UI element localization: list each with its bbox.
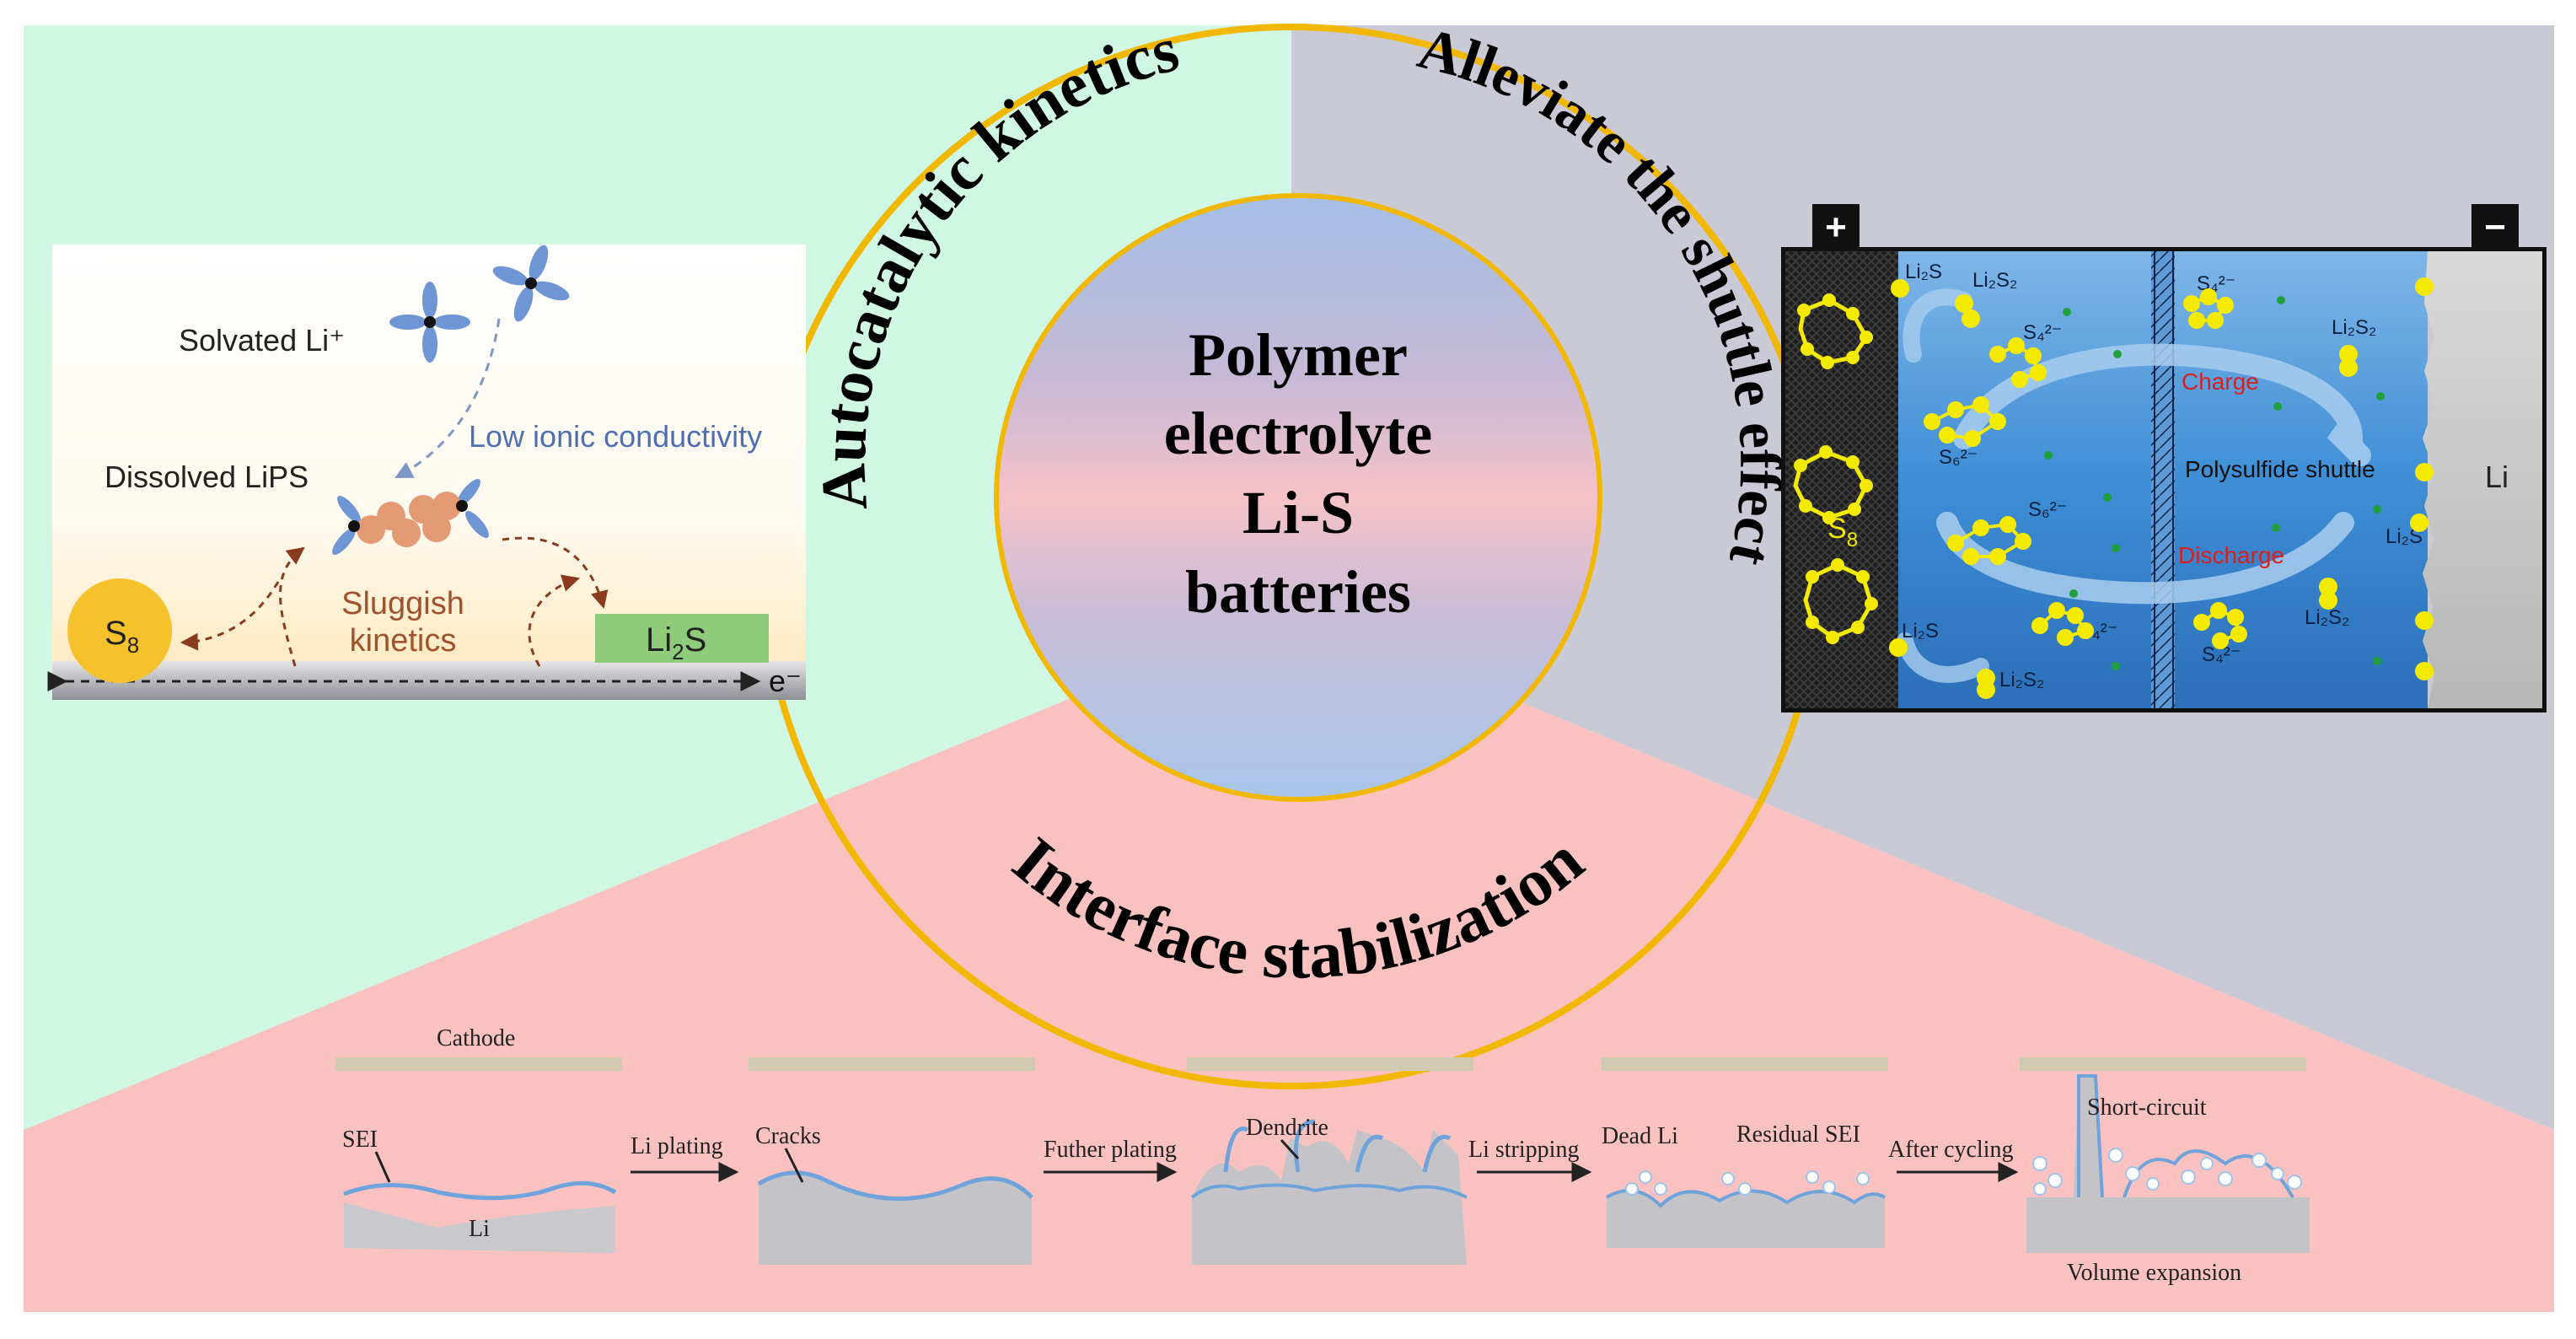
s8-cathode-label: S8 [1827, 513, 1858, 551]
center-line-1: Polymer [1189, 321, 1408, 389]
species-li2s-bottom: Li₂S [1902, 620, 1939, 643]
lips-chain [332, 479, 489, 555]
cathode-label: Cathode [437, 1025, 515, 1051]
stage-cracks: Cracks [755, 1123, 1033, 1265]
polysulfide-shuttle-label: Polysulfide shuttle [2185, 456, 2375, 482]
positive-label: + [1825, 207, 1847, 248]
lithium-anode [2423, 251, 2542, 708]
diffusion-arrow [394, 318, 501, 479]
li-plating-label: Li plating [631, 1133, 723, 1159]
after-cycling-label: After cycling [1888, 1137, 2014, 1163]
reaction-arrow-to-s8 [279, 546, 305, 667]
reaction-arrow-s8-left [180, 581, 280, 651]
s8-label: S8 [105, 615, 139, 658]
cathode-bar-5 [2020, 1057, 2306, 1071]
center-line-2: electrolyte [1164, 400, 1432, 467]
stage-dendrite: Dendrite [1190, 1115, 1468, 1265]
return-arrow-bottom [1897, 632, 1989, 683]
residual-sei-label: Residual SEI [1736, 1121, 1860, 1148]
center-line-3: Li-S [1242, 479, 1354, 546]
electrolyte-left [1898, 251, 2151, 708]
dendrite-label: Dendrite [1246, 1115, 1328, 1141]
discharge-label: Discharge [2178, 542, 2284, 568]
dissolved-lips-label: Dissolved LiPS [105, 460, 309, 494]
cracks-label: Cracks [755, 1123, 821, 1149]
cathode-bar-3 [1187, 1057, 1473, 1071]
center-disc [994, 193, 1602, 802]
li-ion-dots [2044, 296, 2385, 670]
li2s-label: Li2S [646, 621, 706, 664]
shuttle-panel: Li + − S8 Charge Discharge Polysulfide s… [1781, 204, 2546, 713]
solvated-li-molecule-1 [389, 282, 470, 363]
reaction-arrow-to-li2s [502, 536, 609, 610]
species-li2s2-right-top: Li₂S₂ [2332, 316, 2376, 339]
interface-panel: Cathode SEI Li Li plating Cracks Futher … [335, 1025, 2310, 1286]
stage-pristine: SEI Li [342, 1127, 617, 1253]
volume-expansion-label: Volume expansion [2067, 1260, 2241, 1286]
cathode-bar-1 [335, 1057, 622, 1071]
solvated-li-label: Solvated Li⁺ [179, 323, 345, 358]
species-s6-mid: S₆²⁻ [1939, 446, 1978, 469]
dead-li-label: Dead Li [1602, 1123, 1678, 1149]
negative-terminal [2471, 204, 2519, 251]
species-s6-lower: S₆²⁻ [2028, 498, 2067, 521]
species-li2s-top: Li₂S [1905, 261, 1942, 283]
kinetics-label: kinetics [350, 623, 457, 659]
species-li2s2-right-bottom: Li₂S₂ [2305, 606, 2349, 629]
species-s4-top: S₄²⁻ [2023, 321, 2062, 344]
li-substrate-label: Li [469, 1216, 490, 1242]
center-line-4: batteries [1185, 558, 1411, 626]
positive-terminal [1812, 204, 1860, 251]
shuttle-frame [1781, 247, 2546, 713]
reaction-arrow-from-li2s [528, 574, 581, 667]
sei-label: SEI [342, 1127, 378, 1153]
short-circuit-label: Short-circuit [2087, 1094, 2207, 1121]
sulfur-atoms [1794, 293, 1878, 644]
charge-label: Charge [2182, 368, 2259, 395]
s8-particle [67, 578, 172, 683]
return-arrow-top [1902, 288, 1972, 363]
pink-region [24, 607, 2554, 1312]
cathode-bar-2 [749, 1057, 1035, 1071]
species-li2s2-top: Li₂S₂ [1972, 269, 2017, 292]
stage-dead-li: Dead Li Residual SEI [1602, 1121, 1886, 1248]
stage-short-circuit: Short-circuit Volume expansion [2026, 1074, 2310, 1286]
species-li2s2-bottom: Li₂S₂ [1999, 669, 2044, 691]
sluggish-label: Sluggish [341, 586, 464, 621]
further-plating-label: Futher plating [1044, 1137, 1177, 1163]
polysulfide-molecules [1889, 277, 2434, 699]
kinetics-panel: e⁻ S8 Li2S Solvated Li⁺ Low ionic conduc… [47, 245, 806, 700]
solvated-li-molecule-2 [492, 245, 570, 322]
negative-label: − [2484, 207, 2506, 248]
li-anode-label: Li [2485, 460, 2509, 494]
cathode-bar-4 [1602, 1057, 1888, 1071]
li-stripping-label: Li stripping [1468, 1137, 1579, 1163]
li2s-block [595, 614, 769, 663]
low-ionic-label: Low ionic conductivity [469, 419, 762, 454]
electron-label: e⁻ [769, 664, 802, 698]
